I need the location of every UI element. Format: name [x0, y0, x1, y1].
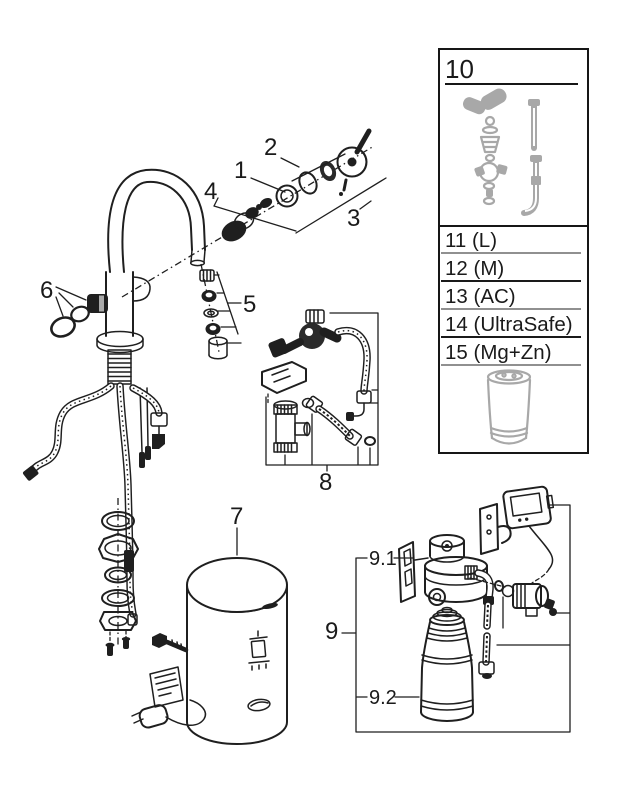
braided-hose [334, 326, 372, 421]
cartridge-adapter [259, 197, 273, 209]
callout-1: 1 [234, 157, 248, 184]
flex-hose [305, 395, 363, 446]
o-ring-part2 [298, 171, 318, 195]
cable [528, 525, 554, 570]
leader-line-1 [250, 177, 286, 193]
panel-item-13: 13 (AC) [440, 283, 587, 311]
filter-head-bracket [398, 541, 416, 603]
faucet [23, 168, 206, 656]
panel-header-underline [445, 83, 578, 85]
panel-item-14-label: 14 (UltraSafe) [445, 313, 573, 336]
filter-head [398, 534, 488, 606]
wall-bracket [261, 361, 307, 404]
supply-hose-short [129, 384, 168, 449]
callout-9-1: 9.1 [369, 548, 397, 570]
base-flange [96, 330, 144, 348]
callout-2: 2 [264, 134, 278, 161]
handle-cap [336, 128, 372, 178]
callout-bracket-8 [265, 312, 379, 472]
aerator-ring-2 [205, 323, 221, 335]
tee-piece [273, 400, 311, 453]
leader-line-3 [295, 177, 387, 234]
panel-item-11: 11 (L) [440, 227, 587, 255]
power-cord [165, 699, 207, 726]
panel-item-13-label: 13 (AC) [445, 285, 516, 308]
aerator-ring-1 [201, 290, 217, 302]
leader-line-2 [280, 153, 346, 182]
seal-washer [493, 580, 505, 592]
hose-elbow-cap [152, 434, 165, 449]
washer-ring-1 [104, 566, 132, 584]
cartridge [221, 204, 262, 242]
elbow-tip [346, 412, 354, 421]
boiler-body [186, 557, 288, 745]
reference-panel: 10 11 (L) 12 (M) 13 (AC) 14 (UltraSafe) … [438, 48, 589, 454]
mounting-o-ring [101, 511, 135, 531]
leader-line-6 [55, 286, 87, 317]
washer-ring-2 [101, 589, 135, 607]
boiler [131, 527, 288, 745]
spout-o-rings [50, 286, 90, 338]
escutcheon [98, 533, 139, 563]
hose-nut [356, 390, 372, 404]
faucet-body [105, 271, 134, 337]
supply-hose-long [116, 382, 138, 626]
flat-washer [203, 308, 219, 318]
mounting-bracket [99, 611, 137, 631]
panel-header-label: 10 [445, 54, 474, 84]
exploded-axis [121, 145, 375, 298]
aerator-parts [199, 263, 242, 360]
callout-8: 8 [319, 469, 333, 496]
boiler-icon [248, 630, 270, 671]
callout-6: 6 [40, 277, 54, 304]
power-plug [131, 699, 207, 729]
grohe-logo-mark [247, 698, 271, 712]
ribbed-ring [319, 160, 337, 182]
panel-item-12: 12 (M) [440, 255, 587, 283]
callout-bracket-5 [213, 271, 242, 344]
small-washer [364, 436, 376, 446]
filter-hose [474, 569, 495, 679]
hook-bracket [479, 503, 512, 555]
side-knob [87, 294, 108, 313]
aerator-seal [199, 269, 215, 282]
callout-5: 5 [243, 291, 257, 318]
fixing-bolt [152, 633, 189, 653]
callout-3: 3 [347, 205, 361, 232]
mounting-screws [105, 637, 131, 656]
callout-7: 7 [230, 503, 244, 530]
filter-cartridge [420, 606, 474, 722]
shutoff-valve [268, 309, 342, 358]
panel-item-12-label: 12 (M) [445, 257, 505, 280]
threaded-shank [107, 349, 132, 385]
leader-line-4 [213, 197, 297, 232]
washer [301, 397, 315, 409]
panel-item-11-label: 11 (L) [445, 229, 498, 252]
mounting-stack [98, 498, 139, 656]
hose-fitting [124, 550, 134, 572]
mousseur-housing [208, 336, 228, 360]
body-cap [132, 276, 151, 302]
retainer-ring-part1 [275, 184, 299, 208]
faucet-spout [107, 168, 206, 273]
callout-9-2: 9.2 [369, 687, 397, 709]
control-display [502, 485, 555, 530]
solenoid-valve [501, 583, 557, 617]
handle-lever [354, 128, 372, 155]
handle-screw [339, 178, 348, 196]
thin-pipes [139, 387, 151, 468]
panel-item-15: 15 (Mg+Zn) [440, 339, 587, 367]
panel-box-10: 10 [440, 50, 587, 227]
callout-9: 9 [325, 618, 339, 645]
callout-4: 4 [204, 178, 218, 205]
rating-label [149, 666, 184, 708]
inline-valve-assembly [261, 309, 379, 472]
panel-item-15-label: 15 (Mg+Zn) [445, 341, 552, 364]
supply-hose-left [23, 382, 115, 481]
boiler-slot [262, 602, 278, 610]
panel-item-14: 14 (UltraSafe) [440, 311, 587, 339]
spout-outlet [190, 249, 206, 263]
